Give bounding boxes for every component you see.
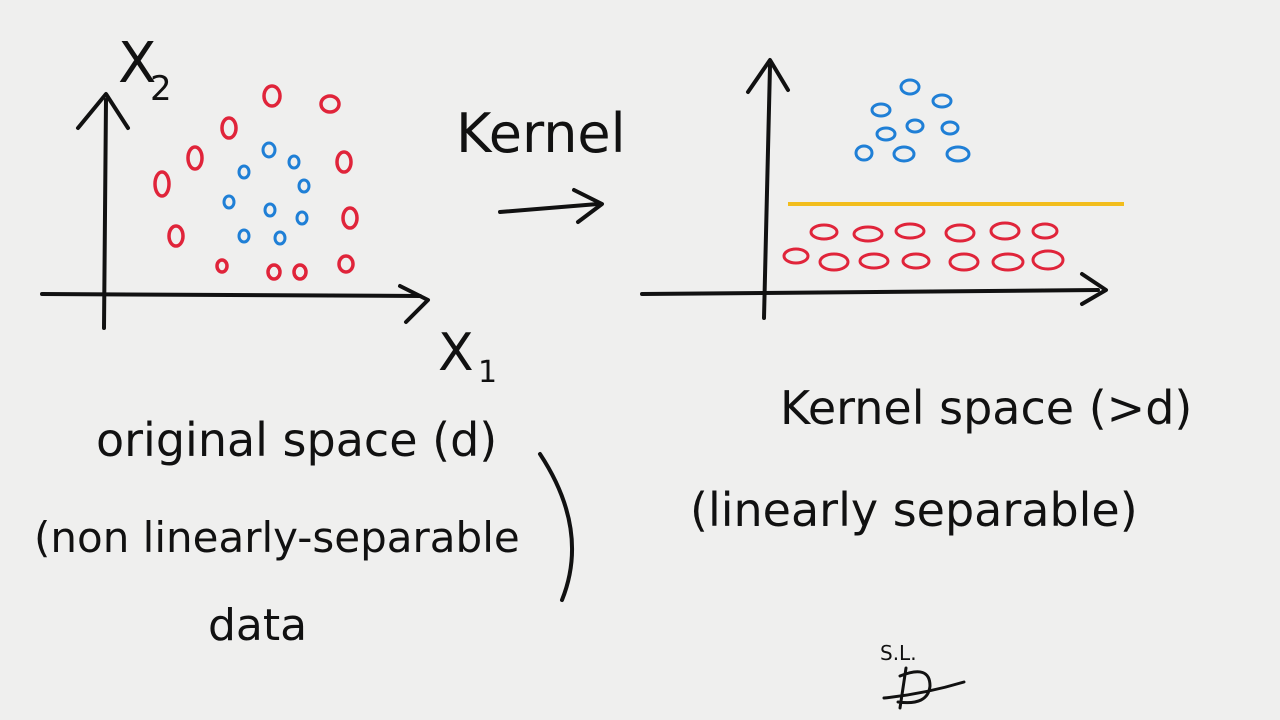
- left-inner-class-points: [222, 141, 311, 246]
- left-caption-close-paren: [538, 452, 574, 602]
- right-panel: Kernel space (>d) (linearly separable): [640, 58, 1192, 537]
- kernel-label: Kernel: [456, 102, 626, 165]
- outer-point: [337, 254, 355, 274]
- left-y-axis-arrowhead: [76, 92, 130, 130]
- inner-point: [905, 118, 925, 134]
- outer-point: [858, 252, 890, 270]
- right-y-axis: [762, 64, 772, 320]
- outer-point: [262, 84, 282, 108]
- right-x-axis: [640, 288, 1100, 296]
- outer-point: [335, 150, 353, 174]
- inner-point: [237, 228, 251, 244]
- inner-point: [237, 164, 251, 180]
- inner-point: [931, 93, 953, 109]
- outer-point: [948, 252, 980, 272]
- outer-point: [167, 224, 185, 248]
- left-outer-class-points: [153, 84, 359, 281]
- left-x-axis: [40, 292, 422, 298]
- left-caption-line1: original space (d): [96, 413, 497, 467]
- inner-point: [875, 126, 897, 142]
- signature-initials: S.L.: [880, 641, 917, 665]
- outer-point: [782, 247, 810, 265]
- inner-point: [945, 145, 971, 163]
- inner-point: [222, 194, 236, 210]
- right-inner-class-points: [854, 78, 971, 163]
- signature: S.L.: [880, 641, 966, 710]
- left-panel: X 2 X 1: [34, 31, 574, 651]
- outer-point: [901, 252, 931, 270]
- outer-point: [944, 223, 976, 243]
- left-y-axis-label: X: [118, 31, 156, 96]
- inner-point: [940, 120, 960, 136]
- inner-point: [287, 154, 301, 170]
- outer-point: [852, 225, 884, 243]
- outer-point: [809, 223, 839, 241]
- inner-point: [261, 141, 277, 159]
- inner-point: [870, 102, 892, 118]
- inner-point: [899, 78, 921, 96]
- right-y-axis-arrowhead: [746, 58, 790, 94]
- left-y-axis-subscript: 2: [150, 69, 172, 109]
- left-x-axis-subscript: 1: [478, 355, 497, 390]
- right-arrow-shaft: [498, 202, 600, 214]
- left-x-axis-label: X: [438, 323, 474, 383]
- outer-point: [319, 94, 341, 114]
- outer-point: [894, 222, 926, 240]
- inner-point: [297, 178, 311, 194]
- outer-point: [220, 116, 238, 140]
- outer-point: [186, 145, 204, 171]
- outer-point: [991, 252, 1025, 272]
- inner-point: [263, 202, 277, 218]
- outer-point: [266, 263, 282, 281]
- kernel-transform: Kernel: [456, 102, 626, 224]
- right-outer-class-points: [782, 221, 1065, 272]
- outer-point: [153, 170, 171, 198]
- outer-point: [1031, 222, 1059, 240]
- outer-point: [989, 221, 1021, 241]
- left-y-axis: [102, 98, 108, 330]
- left-caption-line3: data: [208, 600, 307, 651]
- inner-point: [854, 144, 874, 162]
- outer-point: [1031, 249, 1065, 271]
- outer-point: [818, 252, 850, 272]
- outer-point: [341, 206, 359, 230]
- left-x-axis-arrowhead: [398, 284, 430, 324]
- inner-point: [295, 210, 309, 226]
- right-arrow-head: [572, 188, 604, 224]
- left-caption-line2: (non linearly-separable: [34, 513, 520, 562]
- right-x-axis-arrowhead: [1080, 272, 1108, 306]
- outer-point: [215, 258, 229, 274]
- signature-scrawl: [882, 666, 966, 710]
- right-caption-line1: Kernel space (>d): [780, 381, 1192, 435]
- right-arrow-icon: [498, 188, 604, 224]
- right-caption-line2: (linearly separable): [690, 483, 1138, 537]
- inner-point: [892, 145, 916, 163]
- inner-point: [273, 230, 287, 246]
- outer-point: [292, 263, 308, 281]
